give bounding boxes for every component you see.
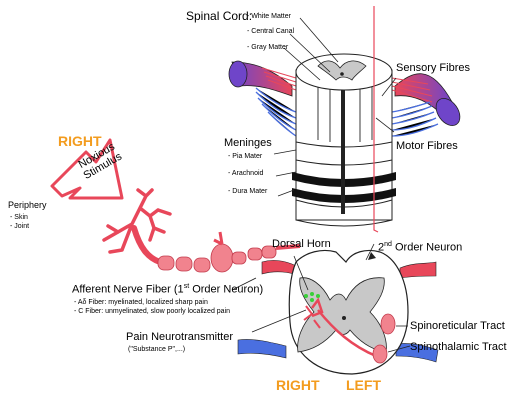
- pia-mater-label: - Pia Mater: [228, 152, 267, 161]
- periphery-parts: - Skin - Joint: [10, 213, 29, 232]
- spinal-cord-parts: - White Matter - Central Canal - Gray Ma…: [247, 12, 294, 52]
- substance-p-label: ("Substance P",...): [128, 346, 185, 354]
- c-fiber-label: - C Fiber: unmyelinated, slow poorly loc…: [74, 307, 230, 316]
- periphery-title: Periphery: [8, 200, 47, 210]
- spinothalamic-tract-label: Spinothalamic Tract: [410, 341, 507, 354]
- central-canal-label: - Central Canal: [247, 27, 294, 36]
- left-nerve-end: [229, 61, 247, 87]
- spinoreticular-tract: [381, 314, 395, 334]
- joint-label: - Joint: [10, 222, 29, 231]
- second-order-sup: nd: [384, 241, 392, 248]
- spinoreticular-tract-label: Spinoreticular Tract: [410, 320, 505, 333]
- pain-neurotransmitter-label: Pain Neurotransmitter: [126, 331, 233, 344]
- second-order-neuron-label: 2nd Order Neuron: [378, 241, 462, 254]
- spinothalamic-tract: [373, 345, 387, 363]
- afferent-nerve-fiber-label: Afferent Nerve Fiber (1st Order Neuron): [72, 283, 263, 296]
- dura-mater-label: - Dura Mater: [228, 187, 267, 196]
- afferent-post: Order Neuron): [189, 284, 263, 296]
- spinal-cord-cross-section: [238, 250, 438, 374]
- second-order-post: Order Neuron: [392, 242, 462, 254]
- afferent-neuron: [104, 190, 300, 272]
- right-label-top: RIGHT: [58, 133, 102, 149]
- meninges-parts: - Pia Mater - Arachnoid - Dura Mater: [228, 152, 267, 196]
- right-dorsal-root: [400, 262, 436, 278]
- skin-label: - Skin: [10, 213, 29, 222]
- afferent-parts: - Aδ Fiber: myelinated, localized sharp …: [74, 298, 230, 317]
- gray-matter-label: - Gray Matter: [247, 43, 294, 52]
- central-canal-column: [341, 86, 345, 214]
- dorsal-horn-label: Dorsal Horn: [272, 238, 331, 251]
- a-delta-fiber-label: - Aδ Fiber: myelinated, localized sharp …: [74, 298, 230, 307]
- spinal-cord-title: Spinal Cord:: [186, 10, 252, 24]
- left-ventral-root: [238, 339, 286, 358]
- arachnoid-label: - Arachnoid: [228, 169, 267, 178]
- white-matter-label: - White Matter: [247, 12, 294, 21]
- bottom-left-label: LEFT: [346, 377, 381, 393]
- afferent-pre: Afferent Nerve Fiber (1: [72, 284, 184, 296]
- bottom-right-label: RIGHT: [276, 377, 320, 393]
- sensory-fibres-label: Sensory Fibres: [396, 62, 470, 75]
- meninges-title: Meninges: [224, 137, 272, 150]
- motor-fibres-label: Motor Fibres: [396, 140, 458, 153]
